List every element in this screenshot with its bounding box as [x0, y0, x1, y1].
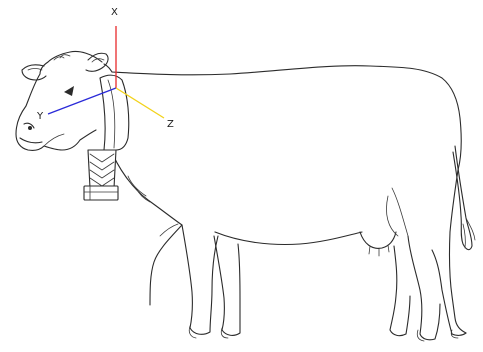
cow-dewlap-folds [127, 175, 151, 203]
cow-hind-leg-back [431, 249, 467, 336]
coordinate-axes: X Y Z [36, 7, 174, 130]
z-axis-label: Z [167, 119, 174, 130]
cow-front-leg-near [181, 224, 219, 335]
cow-belly [214, 231, 363, 246]
cow-front-hooves [188, 325, 229, 339]
cow-hind-hoof [416, 329, 459, 342]
cow-neck-top [103, 63, 113, 73]
collar-strap-pattern [89, 153, 115, 187]
cow-teats [368, 244, 390, 257]
cow-udder [359, 231, 397, 249]
cow-flank-detail [386, 187, 409, 237]
y-axis-label: Y [36, 111, 44, 122]
cow-nostril [28, 126, 32, 130]
collar-sensor-box-detail [83, 185, 119, 201]
y-axis-line [47, 87, 117, 115]
cow-tail [452, 145, 473, 251]
sensor-collar [83, 74, 130, 201]
cow-front-leg-back [149, 224, 183, 306]
cow-back-outline [111, 65, 461, 119]
cow-jaw-line [43, 133, 65, 147]
x-axis-label: X [111, 7, 118, 18]
cow-front-leg-far [213, 235, 241, 336]
cow-illustration [15, 50, 476, 342]
cow-chest [109, 147, 183, 226]
cow-elbow-detail [159, 223, 179, 237]
cow-tail-switch [462, 217, 476, 249]
cow-rump-outline [448, 117, 467, 334]
cow-ear-far-inner [27, 68, 43, 71]
collar-sensor-box [83, 185, 119, 201]
cow-hind-leg-front [407, 235, 441, 341]
cow-ear-near-inner [91, 58, 105, 63]
cow-hind-leg-inner [389, 245, 411, 337]
cow-poll-tuft [53, 54, 71, 61]
cow-ear-far [21, 64, 47, 81]
collar-band-edge [107, 79, 116, 149]
z-axis-line [115, 87, 165, 119]
cow-ear-near [85, 52, 109, 72]
cow-head [15, 50, 103, 151]
cow-muzzle [19, 122, 43, 144]
eye-icon [64, 86, 74, 96]
